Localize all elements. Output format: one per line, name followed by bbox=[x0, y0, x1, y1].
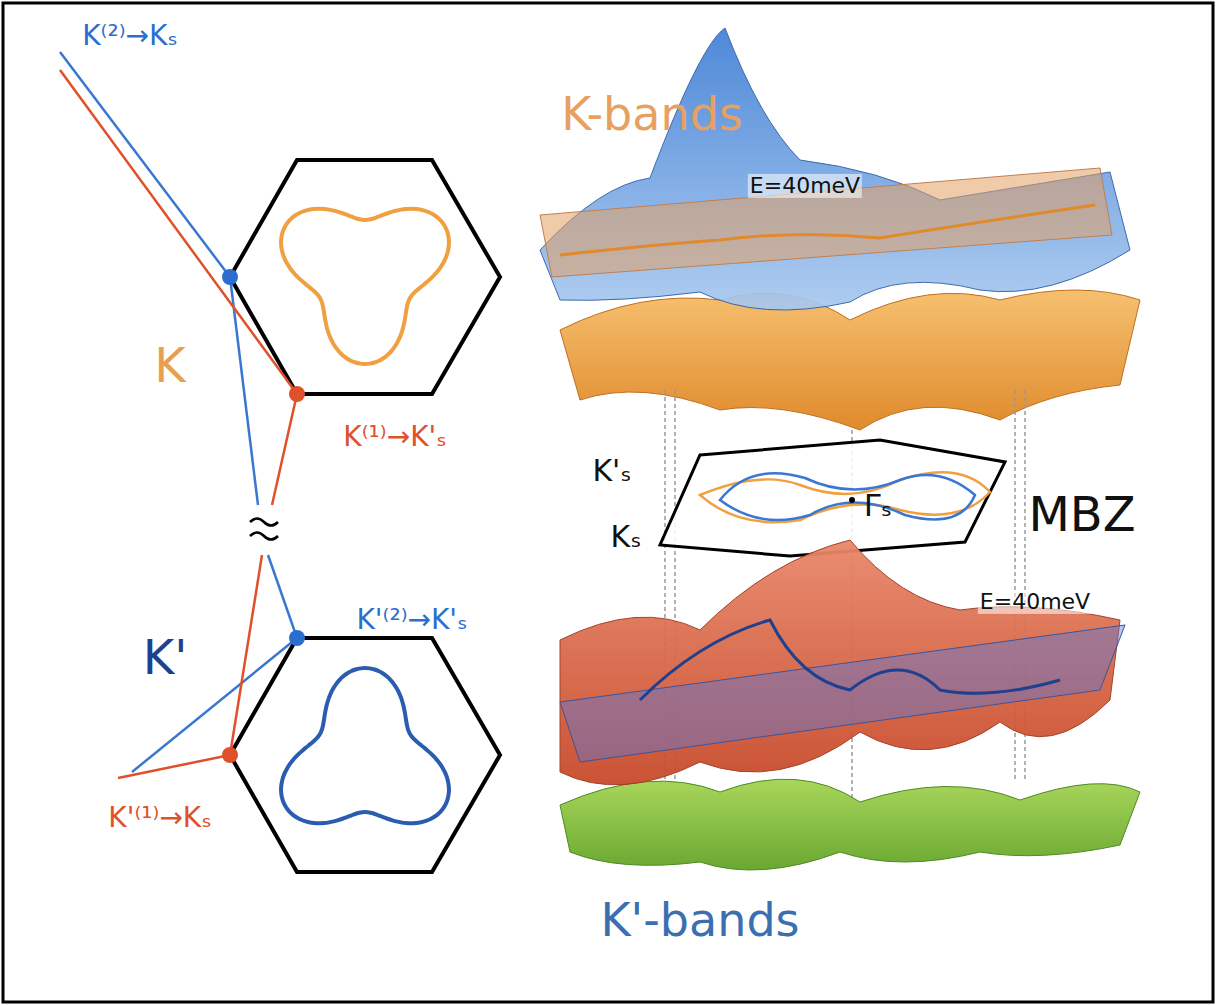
valley-label: K bbox=[152, 339, 187, 392]
valley-label: K' bbox=[141, 631, 190, 684]
valley-point-label: K⁽²⁾→Kₛ bbox=[80, 21, 180, 52]
band-label: K'-bands bbox=[598, 895, 801, 946]
energy-label: E=40meV bbox=[978, 590, 1092, 614]
point-label: Kₛ bbox=[609, 520, 644, 553]
point-label: K'ₛ bbox=[590, 454, 633, 487]
valley-point-label: K'⁽¹⁾→Kₛ bbox=[106, 803, 213, 834]
valley-point-label: K⁽¹⁾→K'ₛ bbox=[341, 422, 448, 453]
energy-label: E=40meV bbox=[748, 174, 862, 198]
point-label: Γₛ bbox=[862, 489, 894, 522]
band-label: K-bands bbox=[559, 89, 745, 140]
zone-label: MBZ bbox=[1026, 488, 1137, 541]
valley-point-label: K'⁽²⁾→K'ₛ bbox=[354, 605, 469, 636]
